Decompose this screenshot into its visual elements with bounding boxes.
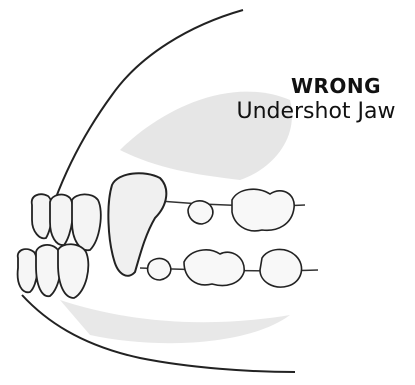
upper-incisor (72, 194, 101, 250)
caption: WRONG Undershot Jaw (256, 74, 415, 126)
verdict-label: WRONG (256, 74, 415, 98)
upper-incisor (50, 195, 73, 246)
lower-incisor (18, 249, 38, 292)
upper-incisor (32, 194, 52, 238)
lower-jaw-shading (60, 300, 290, 343)
diagram-title: Undershot Jaw (216, 98, 415, 126)
lower-molar (260, 249, 302, 287)
lower-molar (184, 250, 244, 286)
upper-premolar (188, 201, 213, 224)
upper-molar (232, 189, 294, 231)
lower-premolar (148, 259, 171, 280)
lower-incisor (36, 245, 61, 296)
lower-incisor (58, 244, 88, 298)
